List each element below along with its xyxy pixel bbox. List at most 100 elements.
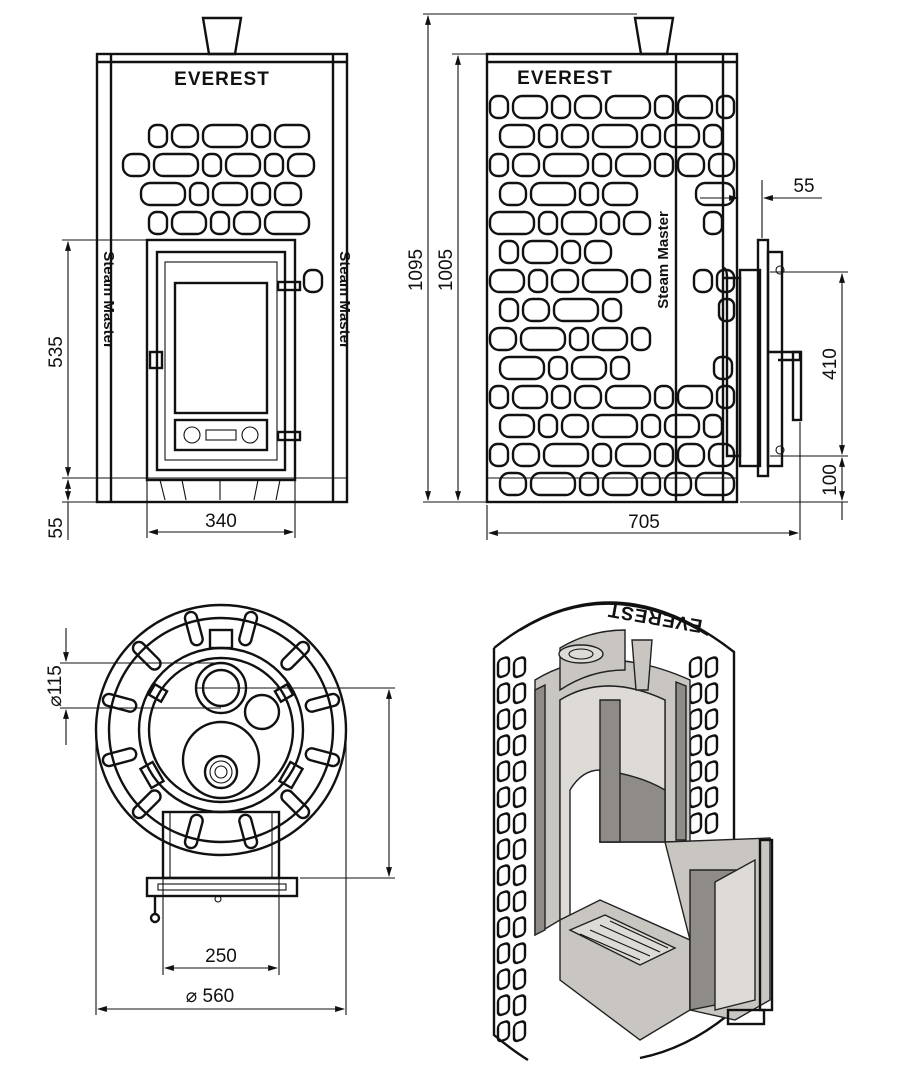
shell-hole [512, 734, 527, 757]
mesh-hole [663, 471, 693, 497]
mesh-hole [488, 442, 510, 468]
mesh-hole [488, 268, 526, 294]
shell-hole [512, 890, 527, 913]
mesh-hole [498, 355, 546, 381]
shell-hole [512, 942, 527, 965]
mesh-hole [560, 210, 598, 236]
mesh-hole [707, 152, 736, 178]
mesh-hole [578, 181, 600, 207]
mesh-hole [542, 152, 590, 178]
shell-hole [496, 942, 511, 965]
shell-hole [688, 708, 703, 731]
shell-hole [704, 734, 719, 757]
shell-hole [688, 656, 703, 679]
mesh-hole [498, 181, 528, 207]
mesh-hole [630, 268, 652, 294]
shell-hole [496, 1020, 511, 1043]
ring-slot [304, 747, 341, 768]
side-mesh-pattern [488, 94, 736, 497]
mesh-hole [560, 413, 590, 439]
shell-hole [704, 760, 719, 783]
mesh-hole [573, 384, 603, 410]
shell-hole [512, 994, 527, 1017]
side-door-height-label: 410 [820, 348, 841, 380]
mesh-hole [604, 94, 652, 120]
mesh-hole [511, 384, 549, 410]
mesh-hole [676, 94, 714, 120]
front-model-label-left: Steam Master [100, 251, 117, 349]
shell-hole [512, 682, 527, 705]
mesh-hole [550, 268, 580, 294]
mesh-hole [121, 152, 151, 178]
mesh-hole [498, 413, 536, 439]
side-brand-label: EVEREST [517, 68, 613, 89]
shell-hole [704, 708, 719, 731]
mesh-hole [527, 268, 549, 294]
mesh-hole [591, 442, 613, 468]
mesh-hole [211, 181, 249, 207]
mesh-hole [529, 181, 577, 207]
mesh-hole [604, 384, 652, 410]
mesh-hole [550, 94, 572, 120]
mesh-hole [694, 471, 736, 497]
mesh-hole [263, 152, 285, 178]
mesh-hole [537, 123, 559, 149]
shell-hole [688, 812, 703, 835]
mesh-hole [692, 268, 714, 294]
mesh-hole [232, 210, 262, 236]
mesh-hole [614, 442, 652, 468]
mesh-hole [170, 210, 208, 236]
shell-hole [512, 760, 527, 783]
shell-hole [496, 708, 511, 731]
ring-slot [238, 813, 259, 850]
mesh-hole [488, 384, 510, 410]
mesh-hole [591, 326, 629, 352]
mesh-hole [547, 355, 569, 381]
side-model-label: Steam Master [655, 211, 672, 309]
mesh-hole [601, 471, 639, 497]
mesh-hole [152, 152, 200, 178]
mesh-hole [578, 471, 600, 497]
shell-hole [496, 864, 511, 887]
shell-hole [496, 812, 511, 835]
mesh-hole [521, 239, 559, 265]
shell-hole [496, 838, 511, 861]
shell-hole [496, 760, 511, 783]
mesh-hole [591, 123, 639, 149]
mesh-hole [568, 326, 590, 352]
ring-slot [304, 692, 341, 713]
side-view: EVEREST Steam Master 1095 1005 55 410 10… [406, 13, 848, 540]
side-total-height-label: 1095 [406, 249, 427, 291]
ring-slot [183, 813, 204, 850]
ring-slot [101, 747, 138, 768]
mesh-hole [542, 442, 590, 468]
side-handle-offset-label: 55 [793, 176, 814, 197]
mesh-hole [676, 384, 714, 410]
mesh-hole [599, 210, 621, 236]
ring-slot [280, 789, 311, 820]
shell-hole [496, 890, 511, 913]
mesh-hole [715, 384, 736, 410]
shell-hole [688, 734, 703, 757]
mesh-hole [488, 152, 510, 178]
front-door-height-label: 535 [46, 336, 67, 368]
mesh-hole [209, 210, 231, 236]
shell-hole [704, 786, 719, 809]
cutaway-mesh-pattern [496, 656, 719, 1043]
shell-hole [496, 786, 511, 809]
mesh-hole [653, 442, 675, 468]
top-ring-slots [101, 610, 341, 850]
mesh-hole [712, 355, 734, 381]
mesh-hole [601, 297, 623, 323]
ring-slot [280, 640, 311, 671]
mesh-hole [601, 181, 639, 207]
mesh-hole [702, 210, 724, 236]
mesh-hole [170, 123, 200, 149]
mesh-hole [653, 94, 675, 120]
mesh-hole [653, 384, 675, 410]
side-door-bottom-label: 100 [820, 464, 841, 496]
shell-hole [704, 812, 719, 835]
ring-slot [183, 610, 204, 647]
mesh-hole [676, 152, 706, 178]
